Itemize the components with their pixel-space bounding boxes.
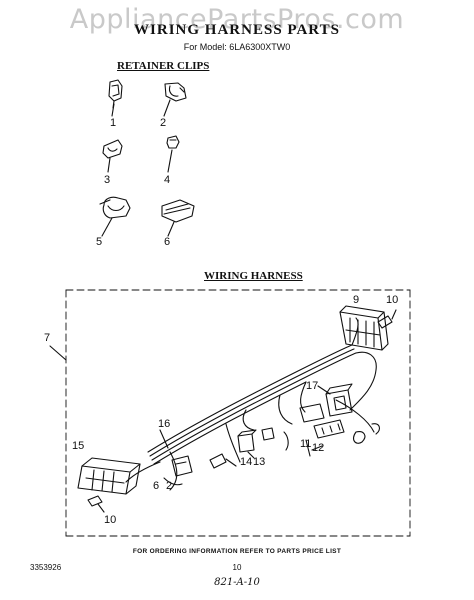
callout-13: 13: [253, 456, 266, 468]
callout-10-bottom: 10: [104, 514, 117, 526]
connector-9-drawing: [339, 305, 389, 351]
callout-4: 4: [164, 174, 171, 186]
connector-12-drawing: [305, 419, 381, 457]
handwritten-note: 821-A-10: [214, 577, 260, 588]
callout-15: 15: [72, 440, 85, 452]
terminal-14-drawing: [209, 453, 237, 469]
callout-3: 3: [104, 174, 111, 186]
clip-3-drawing: [102, 139, 123, 173]
page-number: 10: [232, 563, 242, 572]
callout-6: 6: [164, 236, 171, 248]
callout-6-harness: 6: [153, 480, 160, 492]
callout-7: 7: [44, 332, 51, 344]
clip-4-drawing: [166, 135, 180, 173]
callout-9: 9: [353, 294, 360, 306]
section-title-retainer-clips: RETAINER CLIPS: [117, 60, 210, 72]
callout-1: 1: [110, 117, 117, 129]
page-title: WIRING HARNESS PARTS: [134, 22, 340, 38]
connector-13-drawing: [237, 427, 289, 459]
connector-15-drawing: [77, 457, 141, 495]
ordering-note: FOR ORDERING INFORMATION REFER TO PARTS …: [132, 548, 342, 555]
clip-5-drawing: [99, 196, 131, 237]
leader-16: [159, 429, 169, 449]
section-title-wiring-harness: WIRING HARNESS: [204, 270, 303, 282]
callout-5: 5: [96, 236, 103, 248]
watermark: AppliancePartsPros.com: [69, 4, 405, 35]
callout-11: 11: [300, 438, 312, 450]
callout-10-top: 10: [386, 294, 399, 306]
clip-1-drawing: [108, 79, 123, 117]
callout-2: 2: [160, 117, 167, 129]
terminal-10-top-drawing: [377, 309, 397, 329]
connector-17-drawing: [299, 383, 353, 423]
callout-2-harness: 2: [166, 480, 173, 492]
harness-bundle: [125, 317, 377, 491]
document-number: 3353926: [30, 563, 62, 572]
clip-2-drawing: [163, 82, 187, 117]
model-number: For Model: 6LA6300XTW0: [183, 42, 291, 52]
clip-6-drawing: [161, 199, 195, 237]
callout-14: 14: [240, 456, 253, 468]
harness-frame: [65, 289, 411, 537]
leader-7: [49, 345, 67, 361]
connector-2-drawing: [163, 455, 193, 486]
terminal-10-bottom-drawing: [87, 495, 105, 513]
callout-17: 17: [306, 380, 319, 392]
callout-12: 12: [312, 442, 325, 454]
callout-16: 16: [158, 418, 171, 430]
